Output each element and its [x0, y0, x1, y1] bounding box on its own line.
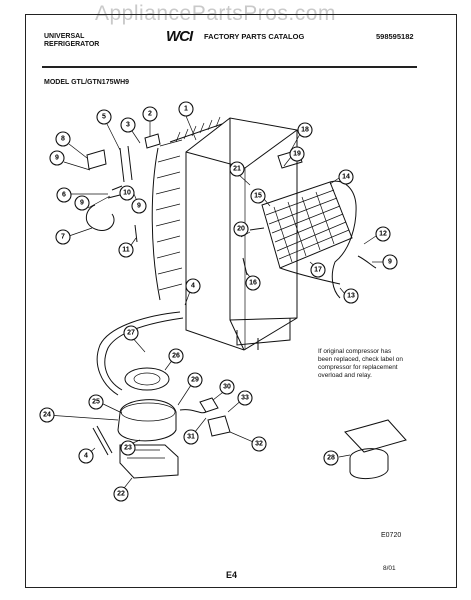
svg-text:2: 2	[148, 111, 152, 118]
svg-text:31: 31	[187, 434, 195, 441]
callout-3: 3	[120, 117, 136, 133]
page-label: E4	[226, 570, 238, 580]
header-rule	[42, 66, 417, 68]
brand-line-1: UNIVERSAL	[44, 33, 85, 40]
catalog-part-number: 598595182	[376, 32, 414, 41]
svg-text:21: 21	[233, 166, 241, 173]
svg-text:24: 24	[43, 412, 51, 419]
condenser-coil-drawing	[151, 116, 223, 301]
svg-text:29: 29	[191, 377, 199, 384]
svg-text:5: 5	[102, 114, 106, 121]
svg-text:30: 30	[223, 384, 231, 391]
svg-text:4: 4	[84, 453, 88, 460]
callout-6: 6	[56, 187, 72, 203]
svg-text:9: 9	[80, 200, 84, 207]
callout-14: 14	[338, 169, 354, 185]
svg-text:9: 9	[388, 259, 392, 266]
callout-19: 19	[289, 146, 305, 162]
svg-text:18: 18	[301, 127, 309, 134]
callout-33: 33	[237, 390, 253, 406]
callout-25: 25	[88, 394, 104, 410]
svg-text:16: 16	[249, 280, 257, 287]
callout-21: 21	[229, 161, 245, 177]
date-code: 8/01	[383, 565, 396, 572]
note-line-4: overload and relay.	[318, 372, 372, 379]
callout-5: 5	[96, 109, 112, 125]
svg-text:15: 15	[254, 193, 262, 200]
callout-28: 28	[323, 450, 339, 466]
svg-text:23: 23	[124, 445, 132, 452]
callout-22: 22	[113, 486, 129, 502]
svg-text:28: 28	[327, 455, 335, 462]
callout-11: 11	[118, 242, 134, 258]
callout-15: 15	[250, 188, 266, 204]
model-label: MODEL GTL/GTN175WH9	[44, 79, 130, 86]
callout-4: 4	[185, 278, 201, 294]
svg-text:4: 4	[191, 283, 195, 290]
svg-text:9: 9	[137, 203, 141, 210]
note-line-1: If original compressor has	[318, 348, 392, 355]
drain-and-compressor-drawing	[92, 311, 231, 479]
callout-23: 23	[120, 440, 136, 456]
callout-18: 18	[297, 122, 313, 138]
callout-20: 20	[233, 221, 249, 237]
svg-text:22: 22	[117, 491, 125, 498]
svg-text:13: 13	[347, 293, 355, 300]
callout-1: 1	[178, 101, 194, 117]
callout-29: 29	[187, 372, 203, 388]
watermark: AppliancePartsPros.com	[95, 2, 336, 25]
small-parts-drawing	[85, 133, 407, 479]
brand-line-2: REFRIGERATOR	[44, 41, 100, 48]
callout-10: 10	[119, 185, 135, 201]
callout-26: 26	[168, 348, 184, 364]
svg-text:14: 14	[342, 174, 350, 181]
callout-2: 2	[142, 106, 158, 122]
callout-17: 17	[310, 262, 326, 278]
callout-9a: 9	[49, 150, 65, 166]
svg-text:9: 9	[55, 155, 59, 162]
brand-block: UNIVERSAL REFRIGERATOR	[44, 33, 99, 49]
evaporator-drawing	[261, 180, 357, 299]
svg-text:20: 20	[237, 226, 245, 233]
callout-32: 32	[251, 436, 267, 452]
callout-8: 8	[55, 131, 71, 147]
svg-text:32: 32	[255, 441, 263, 448]
svg-text:19: 19	[293, 151, 301, 158]
callout-9d: 9	[382, 254, 398, 270]
callout-9c: 9	[131, 198, 147, 214]
svg-text:6: 6	[62, 192, 66, 199]
note-line-3: compressor for replacement	[318, 364, 398, 371]
callout-31: 31	[183, 429, 199, 445]
callout-16: 16	[245, 275, 261, 291]
callout-12: 12	[375, 226, 391, 242]
svg-text:10: 10	[123, 190, 131, 197]
note-line-2: been replaced, check label on	[318, 356, 403, 363]
svg-text:12: 12	[379, 231, 387, 238]
callout-7: 7	[55, 229, 71, 245]
svg-text:8: 8	[61, 136, 65, 143]
callout-13: 13	[343, 288, 359, 304]
figure-code: E0720	[381, 532, 402, 539]
svg-text:33: 33	[241, 395, 249, 402]
compressor-note: If original compressor has been replaced…	[318, 348, 408, 380]
svg-text:11: 11	[122, 247, 130, 254]
callout-27: 27	[123, 325, 139, 341]
svg-text:3: 3	[126, 122, 130, 129]
leader-lines	[46, 115, 383, 493]
svg-text:7: 7	[61, 234, 65, 241]
svg-text:27: 27	[127, 330, 135, 337]
callout-4b: 4	[78, 448, 94, 464]
catalog-title: FACTORY PARTS CATALOG	[204, 32, 305, 41]
svg-text:25: 25	[92, 399, 100, 406]
svg-text:17: 17	[314, 267, 322, 274]
page-frame	[25, 14, 457, 588]
callout-9b: 9	[74, 195, 90, 211]
wci-logo: WCI	[166, 28, 193, 45]
cabinet-drawing	[185, 117, 298, 351]
svg-text:1: 1	[184, 106, 188, 113]
callout-24: 24	[39, 407, 55, 423]
callout-30: 30	[219, 379, 235, 395]
svg-text:26: 26	[172, 353, 180, 360]
